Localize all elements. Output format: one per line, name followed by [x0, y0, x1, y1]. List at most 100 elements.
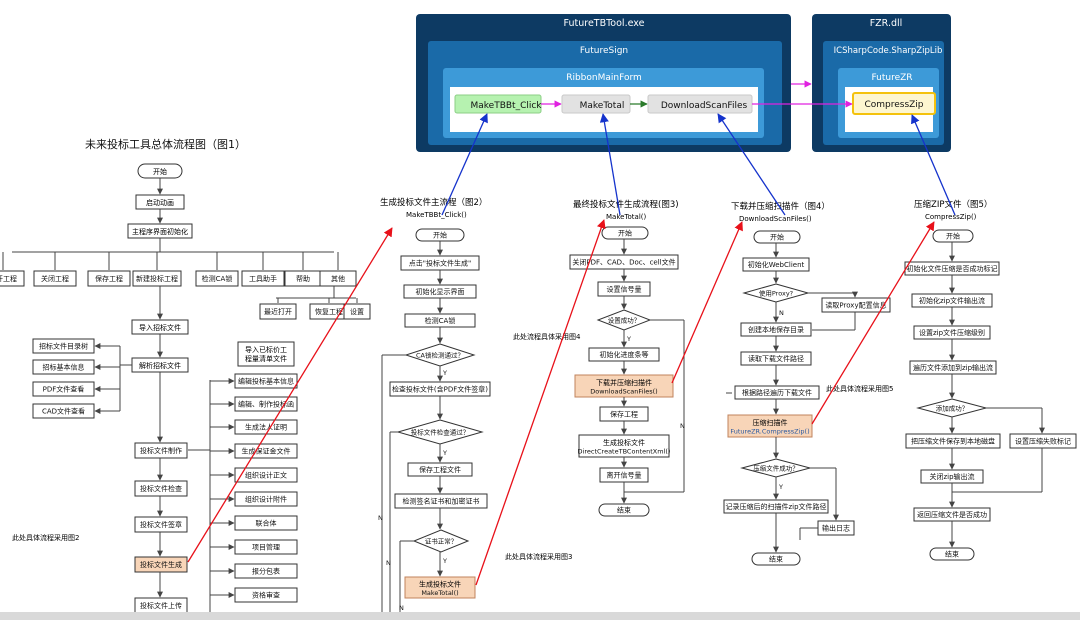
figure3: 最终投标文件生成流程(图3) MakeTotal() 开始关闭PDF、CAD、D… — [513, 199, 685, 517]
fig4-subtitle: DownloadScanFiles() — [739, 215, 812, 223]
fig4-start — [753, 230, 801, 244]
fig3-sem-label: 设置信号量 — [607, 285, 642, 294]
red-link-fig2-fig3 — [475, 219, 606, 586]
fig3-create-call: DirectCreateTBContentXml() — [578, 448, 671, 456]
blue-link-fig5 — [911, 114, 956, 216]
fig1-other-0-label: 最近打开 — [264, 307, 292, 316]
fig4-title: 下载并压缩扫描件（图4） — [731, 201, 830, 212]
fig1-other-0 — [259, 303, 297, 320]
fig3-download-call: DownloadScanFiles() — [590, 388, 657, 396]
fig1-import-file-label: 导入招标文件 — [139, 323, 181, 332]
fig1-menu-6-label: 帮助 — [296, 274, 310, 283]
fig1-menu-1 — [33, 270, 77, 287]
fig4-proxy-cfg-label: 读取Proxy配置信息 — [825, 301, 886, 310]
fig1-parse-out-3-label: CAD文件查看 — [42, 407, 85, 416]
future-tb-tool-title: FutureTBTool.exe — [564, 18, 645, 29]
fig1-make-8 — [234, 563, 298, 579]
figure4: 下载并压缩扫描件（图4） DownloadScanFiles() 开始初始化We… — [723, 201, 893, 566]
fig3-end-label: 结束 — [617, 506, 631, 515]
fig1-menu-0 — [0, 270, 25, 287]
fig1-parse-out-0 — [32, 338, 95, 354]
fig3-note: 此处流程具体采用图4 — [513, 332, 581, 341]
fig2-subtitle: MakeTBBt_Click() — [406, 211, 467, 219]
fig2-note: 此处具体流程采用图3 — [505, 552, 572, 561]
make-tbbt-click-label: MakeTBBt_Click — [470, 101, 542, 111]
fig3-ok-label: 设置成功？ — [608, 316, 641, 325]
red-link-fig4-fig5 — [811, 221, 935, 425]
fig4-note: 此处具体流程采用图5 — [826, 384, 893, 393]
fig3-subtitle: MakeTotal() — [606, 213, 647, 221]
fig1-other-2-label: 设置 — [350, 307, 364, 316]
fig2-title: 生成投标文件主流程（图2） — [380, 197, 487, 208]
fig4-end — [751, 552, 801, 566]
fig5-subtitle: CompressZip() — [925, 213, 977, 221]
fig2-check-label: 检查投标文件(含PDF文件签章) — [392, 385, 488, 394]
red-link-fig3-fig4 — [671, 221, 743, 384]
fig5-save-disk — [905, 433, 1001, 449]
fig1-menu-4-label: 检测CA锁 — [202, 274, 233, 283]
fig1-menu-7-label: 其他 — [331, 274, 345, 283]
dependency-graph: FutureTBTool.exe FutureSign RibbonMainFo… — [416, 14, 951, 152]
fig3-start — [601, 226, 649, 240]
download-scan-files-label: DownloadScanFiles — [661, 101, 748, 111]
fig1-make-3 — [234, 443, 298, 459]
fig2-generate-call: MakeTotal() — [421, 589, 458, 597]
blue-link-fig4 — [717, 113, 786, 216]
fig1-parse-out-0-label: 招标文件目录树 — [39, 342, 88, 351]
fig5-add-label: 遍历文件添加到zip输出流 — [913, 363, 993, 372]
fig2-no-1: N — [378, 514, 383, 522]
fig1-import-list-label: 导入已标价工程量清单文件 — [245, 345, 287, 363]
figure2: 生成投标文件主流程（图2） MakeTBBt_Click() 开始点击"投标文件… — [378, 197, 572, 620]
fig1-make-4 — [234, 467, 298, 483]
fig2-cert — [394, 493, 488, 509]
figure1: 未来投标工具总体流程图（图1） 开始 启动动画 主程序界面初始化 打开工程关闭工… — [0, 137, 371, 620]
fig1-main-3 — [134, 556, 188, 573]
fig1-note: 此处具体流程采用图2 — [12, 533, 79, 542]
fig4-compress-call: FutureZR.CompressZip() — [730, 428, 809, 436]
fig4-readpath-label: 读取下载文件路径 — [748, 354, 804, 363]
fig2-ca-ok-label: CA锁检测通过？ — [416, 351, 464, 360]
fig4-start-label: 开始 — [770, 233, 784, 242]
fig4-proxy-cfg — [821, 297, 891, 313]
fig4-loop — [734, 385, 820, 400]
fig1-menu-1-label: 关闭工程 — [41, 274, 69, 283]
fig1-menu-3 — [132, 270, 182, 287]
fig1-make-0 — [234, 373, 298, 389]
fig5-init-flag-label: 初始化文件压缩是否成功标记 — [907, 264, 998, 273]
fig1-import-list — [237, 341, 295, 367]
fig4-ok-label: 压缩文件成功？ — [753, 464, 799, 473]
fig5-add-ok-label: 添加成功？ — [936, 404, 969, 413]
fig1-main-0-label: 投标文件制作 — [140, 446, 182, 455]
fig1-menu-5 — [241, 270, 285, 287]
fig2-cert-label: 检测签名证书和加密证书 — [403, 497, 480, 506]
figure5: 压缩ZIP文件（图5） CompressZip() 开始初始化文件压缩是否成功标… — [904, 199, 1077, 561]
compress-zip-node[interactable] — [852, 92, 936, 115]
fig1-title: 未来投标工具总体流程图（图1） — [85, 137, 246, 151]
fig2-yes-1: Y — [442, 369, 447, 377]
fig1-menu-3-label: 新建投标工程 — [136, 274, 178, 283]
fig1-main-2-label: 投标文件签章 — [140, 520, 182, 529]
fig1-make-6 — [234, 515, 298, 531]
fig1-parse-file-label: 解析招标文件 — [139, 361, 181, 370]
fig2-yes-2: Y — [442, 449, 447, 457]
blue-link-fig2 — [441, 113, 488, 216]
fig1-other-2 — [343, 303, 371, 320]
fig5-return-label: 返回压缩文件是否成功 — [917, 510, 987, 519]
fig1-menu-0-label: 打开工程 — [0, 274, 17, 283]
fig2-save-label: 保存工程文件 — [419, 465, 461, 474]
fig2-ca-label: 检测CA锁 — [425, 316, 456, 325]
fig2-generate-label: 生成投标文件 — [419, 580, 461, 589]
fig1-make-1 — [234, 396, 298, 412]
fig4-log-label: 输出日志 — [822, 524, 850, 533]
sharp-zip-title: ICSharpCode.SharpZipLib — [834, 46, 943, 56]
fig1-make-5 — [234, 491, 298, 507]
fig3-start-label: 开始 — [618, 229, 632, 238]
fig2-yes-3: Y — [442, 557, 447, 565]
fig5-fail-flag — [1009, 433, 1077, 449]
ribbon-main-form-title: RibbonMainForm — [566, 73, 642, 83]
fig3-yes: Y — [626, 335, 631, 343]
fig1-main-1 — [134, 480, 188, 497]
compress-zip-label: CompressZip — [864, 100, 923, 110]
